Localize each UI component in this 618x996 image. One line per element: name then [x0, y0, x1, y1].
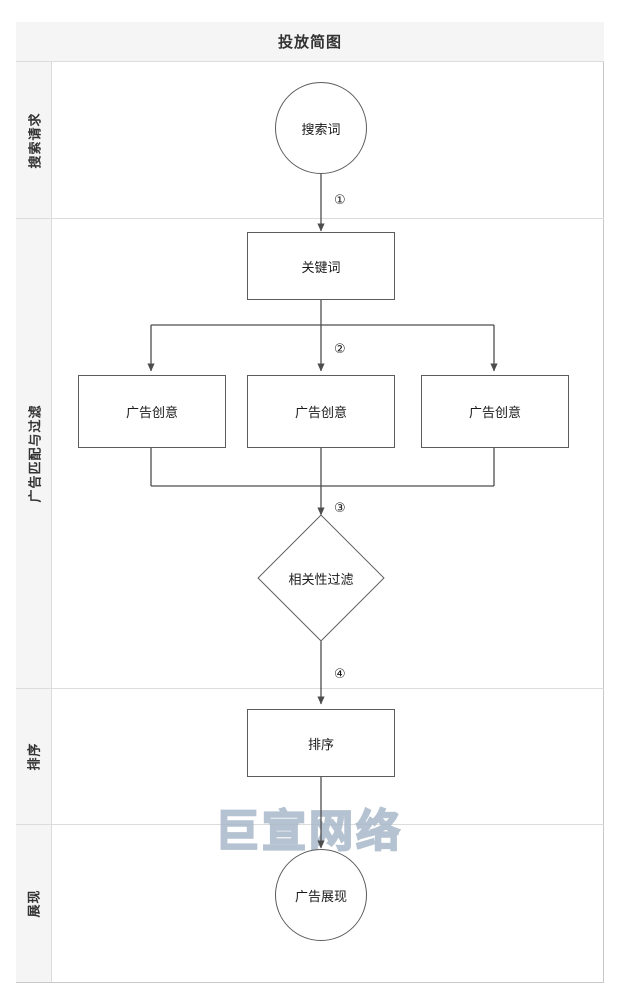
- edge-label-1: ①: [334, 192, 346, 207]
- diagram-title-bar: 投放简图: [16, 22, 604, 62]
- lane-header-match-filter: 广告匹配与过滤: [16, 218, 52, 688]
- node-creative-left[interactable]: 广告创意: [78, 375, 226, 448]
- node-search-term-label: 搜索词: [301, 121, 341, 137]
- node-creative-mid-label: 广告创意: [294, 405, 347, 420]
- node-relevance-filter[interactable]: 相关性过滤: [257, 514, 385, 642]
- edge-label-3: ③: [334, 500, 346, 515]
- node-creative-right-label: 广告创意: [468, 405, 521, 420]
- node-keyword-label: 关键词: [301, 259, 341, 275]
- node-search-term[interactable]: 搜索词: [275, 82, 367, 174]
- lane-label-ranking: 排序: [26, 741, 42, 771]
- edge-label-4: ④: [334, 666, 346, 681]
- lane-label-search-request: 搜索请求: [27, 111, 43, 169]
- node-keyword[interactable]: 关键词: [247, 232, 395, 300]
- page-title: 投放简图: [277, 34, 342, 51]
- lane-divider-1: [16, 218, 604, 219]
- diagram-frame: [16, 22, 604, 983]
- node-ad-display-label: 广告展现: [294, 888, 347, 904]
- node-creative-left-label: 广告创意: [125, 405, 178, 420]
- node-ad-display[interactable]: 广告展现: [275, 849, 367, 941]
- node-creative-right[interactable]: 广告创意: [421, 375, 569, 448]
- node-ranking[interactable]: 排序: [247, 709, 395, 777]
- lane-header-ranking: 排序: [16, 688, 52, 824]
- lane-header-search-request: 搜索请求: [16, 62, 52, 218]
- lane-divider-2: [16, 688, 604, 689]
- lane-label-match-filter: 广告匹配与过滤: [27, 403, 43, 503]
- lane-label-display: 展现: [26, 888, 42, 918]
- lane-header-display: 展现: [16, 824, 52, 982]
- node-creative-mid[interactable]: 广告创意: [247, 375, 395, 448]
- lane-divider-3: [16, 824, 604, 825]
- node-relevance-filter-label: 相关性过滤: [288, 571, 354, 587]
- node-ranking-label: 排序: [307, 736, 334, 752]
- edge-label-2: ②: [334, 341, 346, 356]
